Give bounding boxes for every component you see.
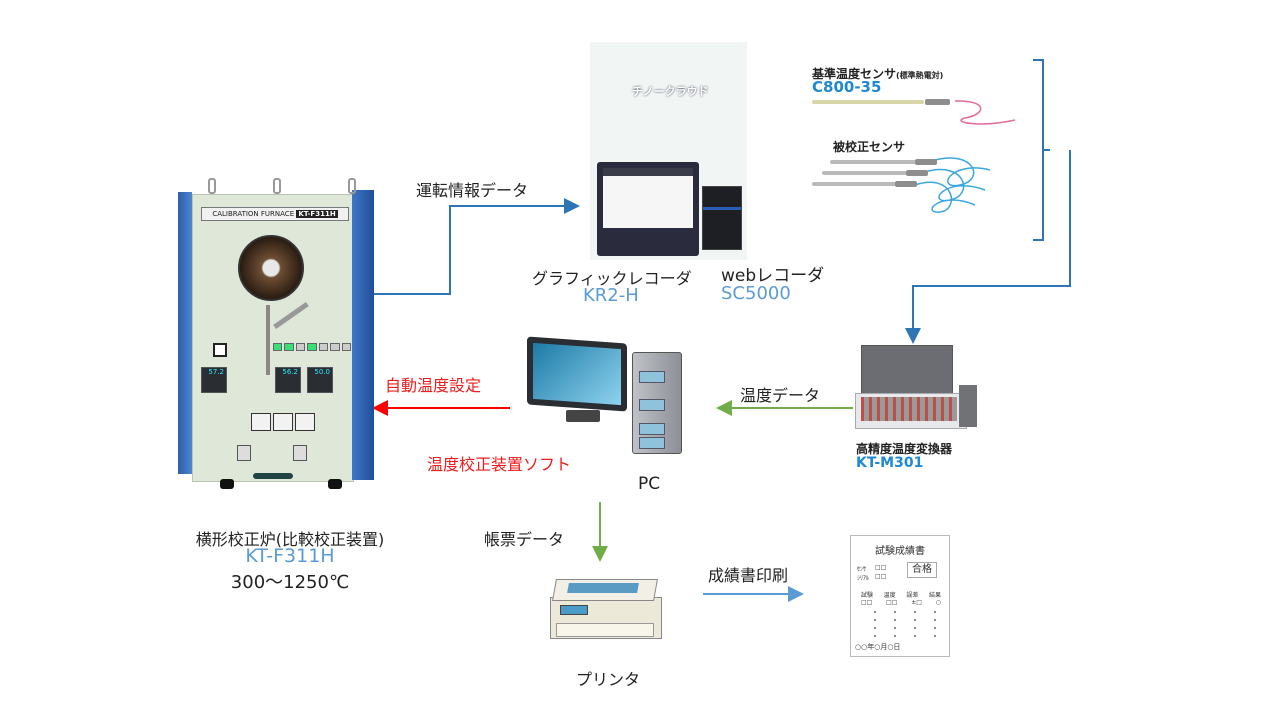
nameplate-text: CALIBRATION FURNACE <box>212 210 295 218</box>
cert-print-label: 成績書印刷 <box>708 566 789 585</box>
analog-meter <box>273 413 293 431</box>
calibration-furnace-image: CALIBRATION FURNACE KT-F311H 57.2 56.2 5… <box>178 178 374 489</box>
converter-model: KT-M301 <box>856 455 924 471</box>
certificate-values: □□ □□ ±□ ○ <box>861 599 941 606</box>
certificate-sensor-label: ｾﾝｻ <box>857 566 867 573</box>
lifting-hook <box>273 178 281 194</box>
certificate-column: 結果 <box>928 592 941 599</box>
printer-label: プリンタ <box>576 670 641 689</box>
temp-controller-1: 57.2 <box>201 367 227 393</box>
sensor-bracket <box>1033 59 1050 241</box>
test-sensor-cable <box>914 157 991 213</box>
web-recorder-image <box>702 186 742 250</box>
furnace-front-panel: CALIBRATION FURNACE KT-F311H 57.2 56.2 5… <box>192 194 354 482</box>
test-sensor-image <box>822 171 912 175</box>
pc-monitor-icon <box>527 336 627 412</box>
test-sensor-head <box>906 170 928 176</box>
certificate-pass-stamp: 合格 <box>907 562 937 578</box>
certificate-value: □□ <box>886 599 898 606</box>
temp-controller-2: 56.2 <box>275 367 301 393</box>
calibration-software-label: 温度校正装置ソフト <box>427 455 572 474</box>
temp-controller-3: 50.0 <box>307 367 333 393</box>
graphic-recorder-model: KR2-H <box>583 285 639 306</box>
analog-meter <box>251 413 271 431</box>
furnace-button-row <box>273 343 351 351</box>
certificate-value: ±□ <box>911 599 922 606</box>
certificate-boxes: □□ <box>875 564 887 571</box>
certificate-value: ○ <box>935 599 941 606</box>
certificate-date: ○○年○月○日 <box>855 643 901 651</box>
test-sensor-image <box>830 160 925 164</box>
certificate-column: 誤差 <box>906 592 919 599</box>
certificate-serial-label: ｼﾘｱﾙ <box>857 575 870 582</box>
certificate-dots <box>865 608 939 638</box>
furnace-nameplate: CALIBRATION FURNACE KT-F311H <box>201 207 349 221</box>
sensor-holder-rod <box>266 305 270 375</box>
power-switch <box>213 343 227 357</box>
certificate-column: 温度 <box>883 592 896 599</box>
operation-data-line <box>366 198 580 295</box>
reference-sensor-label: 基準温度センサ(標準熱電対) <box>812 67 944 81</box>
printer-icon <box>550 575 662 639</box>
cloud-label: チノークラウド <box>632 85 709 98</box>
report-data-label: 帳票データ <box>484 530 565 549</box>
temp-data-label: 温度データ <box>740 386 821 405</box>
pc-tower-icon <box>632 352 682 454</box>
test-sensor-head <box>895 181 917 187</box>
caster-wheel <box>328 479 342 489</box>
analog-meter <box>295 413 315 431</box>
sensor-to-converter-line <box>905 150 1071 344</box>
certificate-value: □□ <box>861 599 873 606</box>
breaker-switch <box>237 445 251 461</box>
operation-data-label: 運転情報データ <box>416 181 529 200</box>
web-recorder-model: SC5000 <box>721 283 791 304</box>
lifting-hook <box>348 178 356 194</box>
caster-wheel <box>220 479 234 489</box>
certificate-title: 試験成績書 <box>875 546 925 557</box>
furnace-model: KT-F311H <box>245 545 335 567</box>
certificate-boxes: □□ <box>875 573 887 580</box>
reference-sensor-model: C800-35 <box>812 78 882 96</box>
test-certificate-image: 試験成績書 ｾﾝｻ □□ ｼﾘｱﾙ □□ 合格 試験 温度 誤差 結果 □□ □… <box>850 535 950 657</box>
recorder-screen <box>603 168 693 228</box>
test-sensor-image <box>812 182 902 186</box>
lifting-hook <box>208 178 216 194</box>
furnace-side-panel <box>352 190 374 480</box>
test-sensor-label: 被校正センサ <box>833 140 906 154</box>
chino-logo <box>253 473 293 479</box>
sensor-holder-arm <box>273 301 309 330</box>
converter-label: 高精度温度変換器 <box>856 442 953 456</box>
reference-sensor-head <box>925 99 950 105</box>
furnace-port <box>238 235 304 301</box>
furnace-caption: 横形校正炉(比較校正装置) <box>195 530 385 549</box>
nameplate-model: KT-F311H <box>296 210 338 218</box>
pc-monitor-stand <box>566 410 600 422</box>
temperature-converter-image <box>855 345 977 431</box>
test-sensor-head <box>915 159 937 165</box>
certificate-columns: 試験 温度 誤差 結果 <box>861 590 941 599</box>
furnace-side-panel <box>178 192 192 474</box>
auto-temp-setting-label: 自動温度設定 <box>385 376 482 395</box>
pc-label: PC <box>638 474 661 494</box>
breaker-switch <box>293 445 307 461</box>
furnace-range: 300～1250℃ <box>230 572 350 593</box>
reference-sensor-cable <box>954 100 1016 125</box>
reference-sensor-image <box>812 100 924 104</box>
graphic-recorder-image <box>597 162 699 256</box>
web-recorder-label: webレコーダ <box>721 266 825 286</box>
graphic-recorder-label: グラフィックレコーダ <box>532 269 692 288</box>
certificate-column: 試験 <box>861 592 874 599</box>
